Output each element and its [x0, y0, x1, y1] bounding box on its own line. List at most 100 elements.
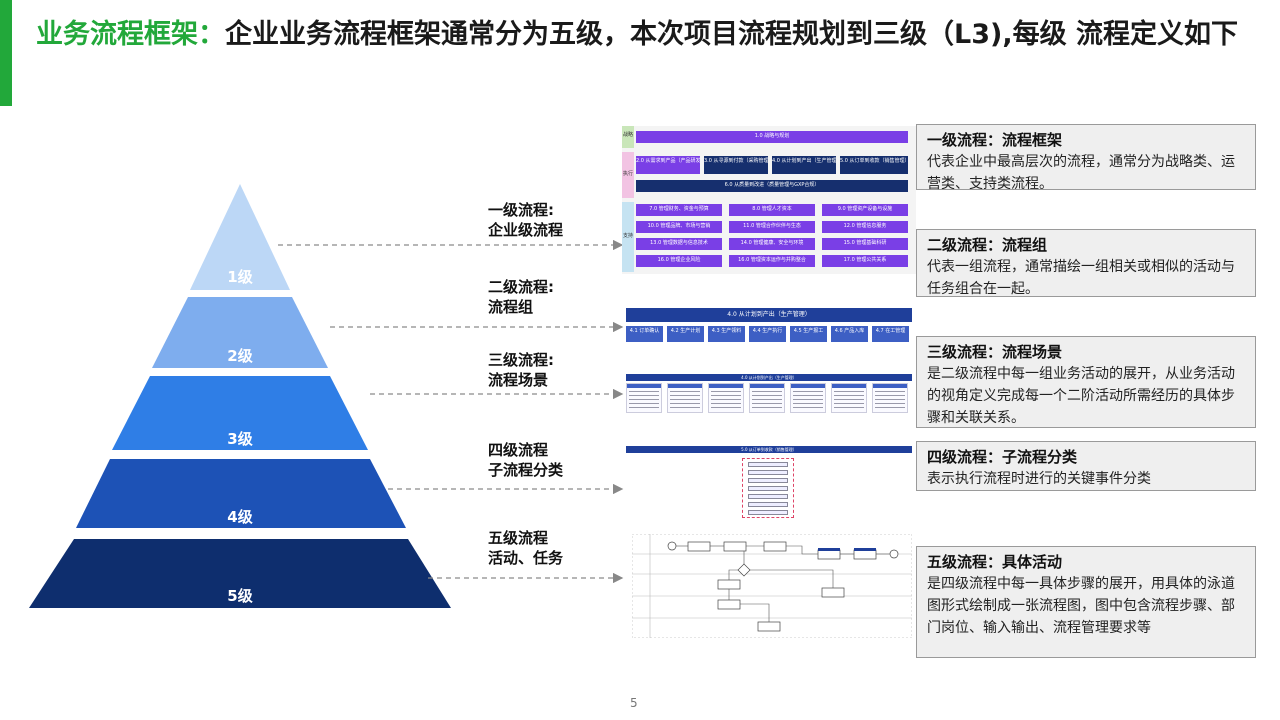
pyramid-level-2	[152, 297, 328, 368]
title-text: 企业业务流程框架通常分为五级，本次项目流程规划到三级（L3),每级 流程定义如下	[225, 19, 1238, 50]
pyramid-label-2: 2级	[227, 347, 253, 365]
thumb-l1-side-support	[622, 202, 634, 272]
thumb-l2-item: 4.2 生产计划	[667, 326, 704, 342]
thumb-l1-ops-3: 4.0 从计划到产出（生产管理）	[772, 156, 836, 174]
page-number: 5	[630, 696, 638, 710]
thumb-l3-column	[626, 383, 662, 413]
thumb-l1-ops-1: 2.0 从需求到产品（产品研发）	[636, 156, 700, 174]
definition-1-body: 代表企业中最高层次的流程，通常分为战略类、运营类、支持类流程。	[927, 154, 1235, 192]
thumb-level-1-framework: 战略 执行 支持 1.0 战略与规划 2.0 从需求到产品（产品研发） 3.0 …	[622, 126, 916, 274]
page-title: 业务流程框架：企业业务流程框架通常分为五级，本次项目流程规划到三级（L3),每级…	[36, 18, 1256, 52]
level-desc-4: 四级流程子流程分类	[488, 440, 563, 480]
thumb-l4-frame	[742, 458, 794, 518]
thumb-l1-side-ops	[622, 152, 634, 198]
level-desc-2-line1: 二级流程:	[488, 278, 554, 296]
definition-box-1: 一级流程：流程框架 代表企业中最高层次的流程，通常分为战略类、运营类、支持类流程…	[916, 124, 1256, 192]
thumb-l1-support-item: 14.0 管理健康、安全与环境	[729, 238, 815, 250]
pyramid-label-5: 5级	[227, 587, 253, 605]
thumb-l1-support-item: 16.0 管理企业风险	[636, 255, 722, 267]
thumb-l1-support-item: 8.0 管理人才资本	[729, 204, 815, 216]
level-desc-4-line1: 四级流程	[488, 441, 549, 459]
definition-5-body: 是四级流程中每一具体步骤的展开，用具体的泳道图形式绘制成一张流程图，图中包含流程…	[927, 576, 1235, 636]
thumb-l4-item	[748, 462, 788, 467]
level-desc-2-line2: 流程组	[488, 298, 534, 316]
thumb-l1-strategy-bar: 1.0 战略与规划	[636, 131, 908, 143]
level-desc-1-line2: 企业级流程	[488, 221, 564, 239]
definition-box-5: 五级流程：具体活动 是四级流程中每一具体步骤的展开，用具体的泳道图形式绘制成一张…	[916, 546, 1256, 658]
thumb-l2-item: 4.6 产品入库	[831, 326, 868, 342]
definition-2-heading: 二级流程：流程组	[927, 236, 1048, 254]
thumb-l3-header: 4.0 从计划到产出（生产管理）	[626, 374, 912, 381]
title-highlight: 业务流程框架：	[36, 19, 225, 50]
thumb-level-4-subprocess: 5.0 从订单到收款（销售管理）	[622, 446, 916, 520]
thumb-l3-column	[831, 383, 867, 413]
level-desc-3-line2: 流程场景	[488, 371, 549, 389]
pyramid-level-1	[190, 184, 290, 290]
level-desc-4-line2: 子流程分类	[488, 461, 564, 479]
thumb-l1-ops-bottom: 6.0 从质量到改进（质量管理与GXP合规）	[636, 180, 908, 192]
thumb-l1-support-item: 9.0 管理资产设备与设施	[822, 204, 908, 216]
thumb-l3-column	[790, 383, 826, 413]
level-desc-3-line1: 三级流程:	[488, 351, 554, 369]
definition-box-4: 四级流程：子流程分类 表示执行流程时进行的关键事件分类	[916, 441, 1256, 491]
thumb-l1-side-strategy	[622, 126, 634, 148]
thumb-l4-item	[748, 502, 788, 507]
thumb-l3-column	[708, 383, 744, 413]
thumb-l4-item	[748, 470, 788, 475]
thumb-l4-item	[748, 510, 788, 515]
thumb-l4-item	[748, 494, 788, 499]
definition-3-heading: 三级流程：流程场景	[927, 343, 1063, 361]
thumb-l2-item: 4.7 在工管理	[872, 326, 909, 342]
thumb-l1-support-item: 15.0 管理基础科研	[822, 238, 908, 250]
pyramid-level-3	[112, 376, 368, 450]
pyramid-label-3: 3级	[227, 430, 253, 448]
level-desc-5: 五级流程活动、任务	[488, 528, 563, 568]
definition-4-heading: 四级流程：子流程分类	[927, 448, 1078, 466]
thumb-l3-column	[749, 383, 785, 413]
thumb-l1-ops-2: 3.0 从寻源到付款（采购管理）	[704, 156, 768, 174]
definition-box-2: 二级流程：流程组 代表一组流程，通常描绘一组相关或相似的活动与任务组合在一起。	[916, 229, 1256, 297]
level-desc-5-line2: 活动、任务	[488, 549, 564, 567]
thumb-l1-support-item: 7.0 管理财务、资金与预算	[636, 204, 722, 216]
definition-4-body: 表示执行流程时进行的关键事件分类	[927, 471, 1151, 487]
thumb-l1-support-item: 13.0 管理数据与信息技术	[636, 238, 722, 250]
thumb-l2-item: 4.1 订单确认	[626, 326, 663, 342]
thumb-level-5-swimlane	[632, 534, 912, 638]
level-desc-3: 三级流程: 流程场景	[488, 350, 554, 390]
definition-1-heading: 一级流程：流程框架	[927, 131, 1063, 149]
thumb-l3-column	[667, 383, 703, 413]
definition-2-body: 代表一组流程，通常描绘一组相关或相似的活动与任务组合在一起。	[927, 259, 1235, 297]
pyramid-label-1: 1级	[227, 268, 253, 286]
pyramid-level-5	[29, 539, 451, 608]
definition-5-heading: 五级流程：具体活动	[927, 553, 1063, 571]
thumb-l1-support-item: 16.0 管理资本运作与并购整合	[729, 255, 815, 267]
pyramid-level-4	[76, 459, 406, 528]
thumb-l2-header: 4.0 从计划到产出（生产管理）	[626, 308, 912, 322]
pyramid	[29, 184, 451, 608]
thumb-l2-item: 4.3 生产领料	[708, 326, 745, 342]
definition-3-body: 是二级流程中每一组业务活动的展开，从业务活动的视角定义完成每一个二阶活动所需经历…	[927, 366, 1235, 426]
thumb-l3-column	[872, 383, 908, 413]
thumb-l2-item: 4.4 生产执行	[749, 326, 786, 342]
thumb-l1-support-item: 12.0 管理信息服务	[822, 221, 908, 233]
thumb-l4-header: 5.0 从订单到收款（销售管理）	[626, 446, 912, 453]
level-desc-5-line1: 五级流程	[488, 529, 549, 547]
thumb-l4-item	[748, 478, 788, 483]
thumb-l1-support-item: 11.0 管理合作伙伴与生态	[729, 221, 815, 233]
thumb-level-3-scenario: 4.0 从计划到产出（生产管理）	[622, 374, 916, 414]
level-desc-1-line1: 一级流程:	[488, 201, 554, 219]
thumb-l1-side-label-strategy: 战略	[623, 132, 634, 138]
thumb-l1-support-item: 10.0 管理品牌、市场与营销	[636, 221, 722, 233]
thumb-l1-support-item: 17.0 管理公共关系	[822, 255, 908, 267]
level-desc-2: 二级流程: 流程组	[488, 277, 554, 317]
thumb-l1-side-label-ops: 执行	[623, 171, 634, 177]
thumb-l1-side-label-support: 支持	[623, 233, 634, 239]
thumb-l1-ops-4: 5.0 从订单到收款（销售管理）	[840, 156, 908, 174]
title-accent-bar	[0, 0, 12, 106]
pyramid-label-4: 4级	[227, 508, 253, 526]
thumb-l4-item	[748, 486, 788, 491]
definition-box-3: 三级流程：流程场景 是二级流程中每一组业务活动的展开，从业务活动的视角定义完成每…	[916, 336, 1256, 428]
connector-arrows	[278, 239, 624, 584]
level-desc-1: 一级流程: 企业级流程	[488, 200, 563, 240]
